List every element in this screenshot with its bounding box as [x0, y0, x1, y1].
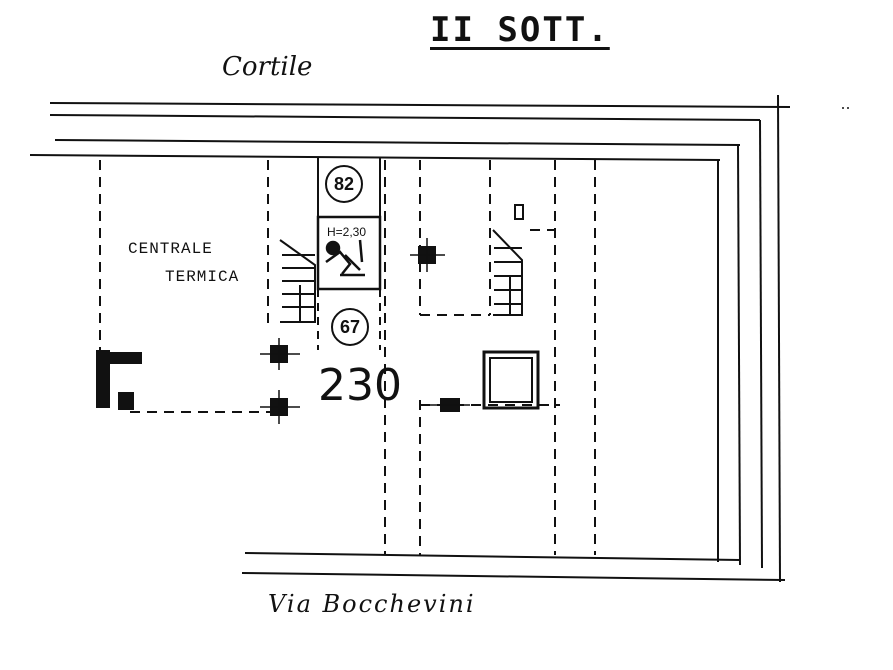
outer-wall-line-2 — [49, 114, 761, 121]
bottom-wall-outer — [241, 572, 786, 581]
right-wall-3 — [737, 144, 741, 566]
circle-label-67: 67 — [331, 308, 369, 346]
right-wall-outer — [777, 94, 781, 583]
circle-label-82: 82 — [325, 165, 363, 203]
outer-wall-line-top — [49, 102, 791, 108]
height-label: H=2,30 — [327, 225, 367, 239]
pillar-left-top — [110, 352, 142, 364]
outer-wall-line-3 — [54, 139, 741, 146]
elevator-shaft — [482, 350, 540, 410]
inner-wall-line — [29, 154, 721, 161]
floor-title: II SOTT. — [430, 10, 610, 50]
right-wall-2 — [759, 119, 763, 569]
pillar-left-bottom — [118, 392, 134, 410]
stair-left — [279, 239, 316, 323]
boiler-symbol — [325, 239, 365, 277]
area-number: 230 — [318, 360, 402, 411]
pillar-left-tall — [96, 350, 110, 408]
room-label-line2: TERMICA — [165, 268, 240, 286]
courtyard-label: Cortile — [222, 52, 313, 82]
stair-right — [492, 204, 524, 316]
center-room-box — [316, 215, 382, 291]
street-label: Via Bocchevini — [268, 590, 476, 618]
bottom-wall-inner — [244, 552, 741, 561]
room-label-line1: CENTRALE — [128, 240, 213, 258]
